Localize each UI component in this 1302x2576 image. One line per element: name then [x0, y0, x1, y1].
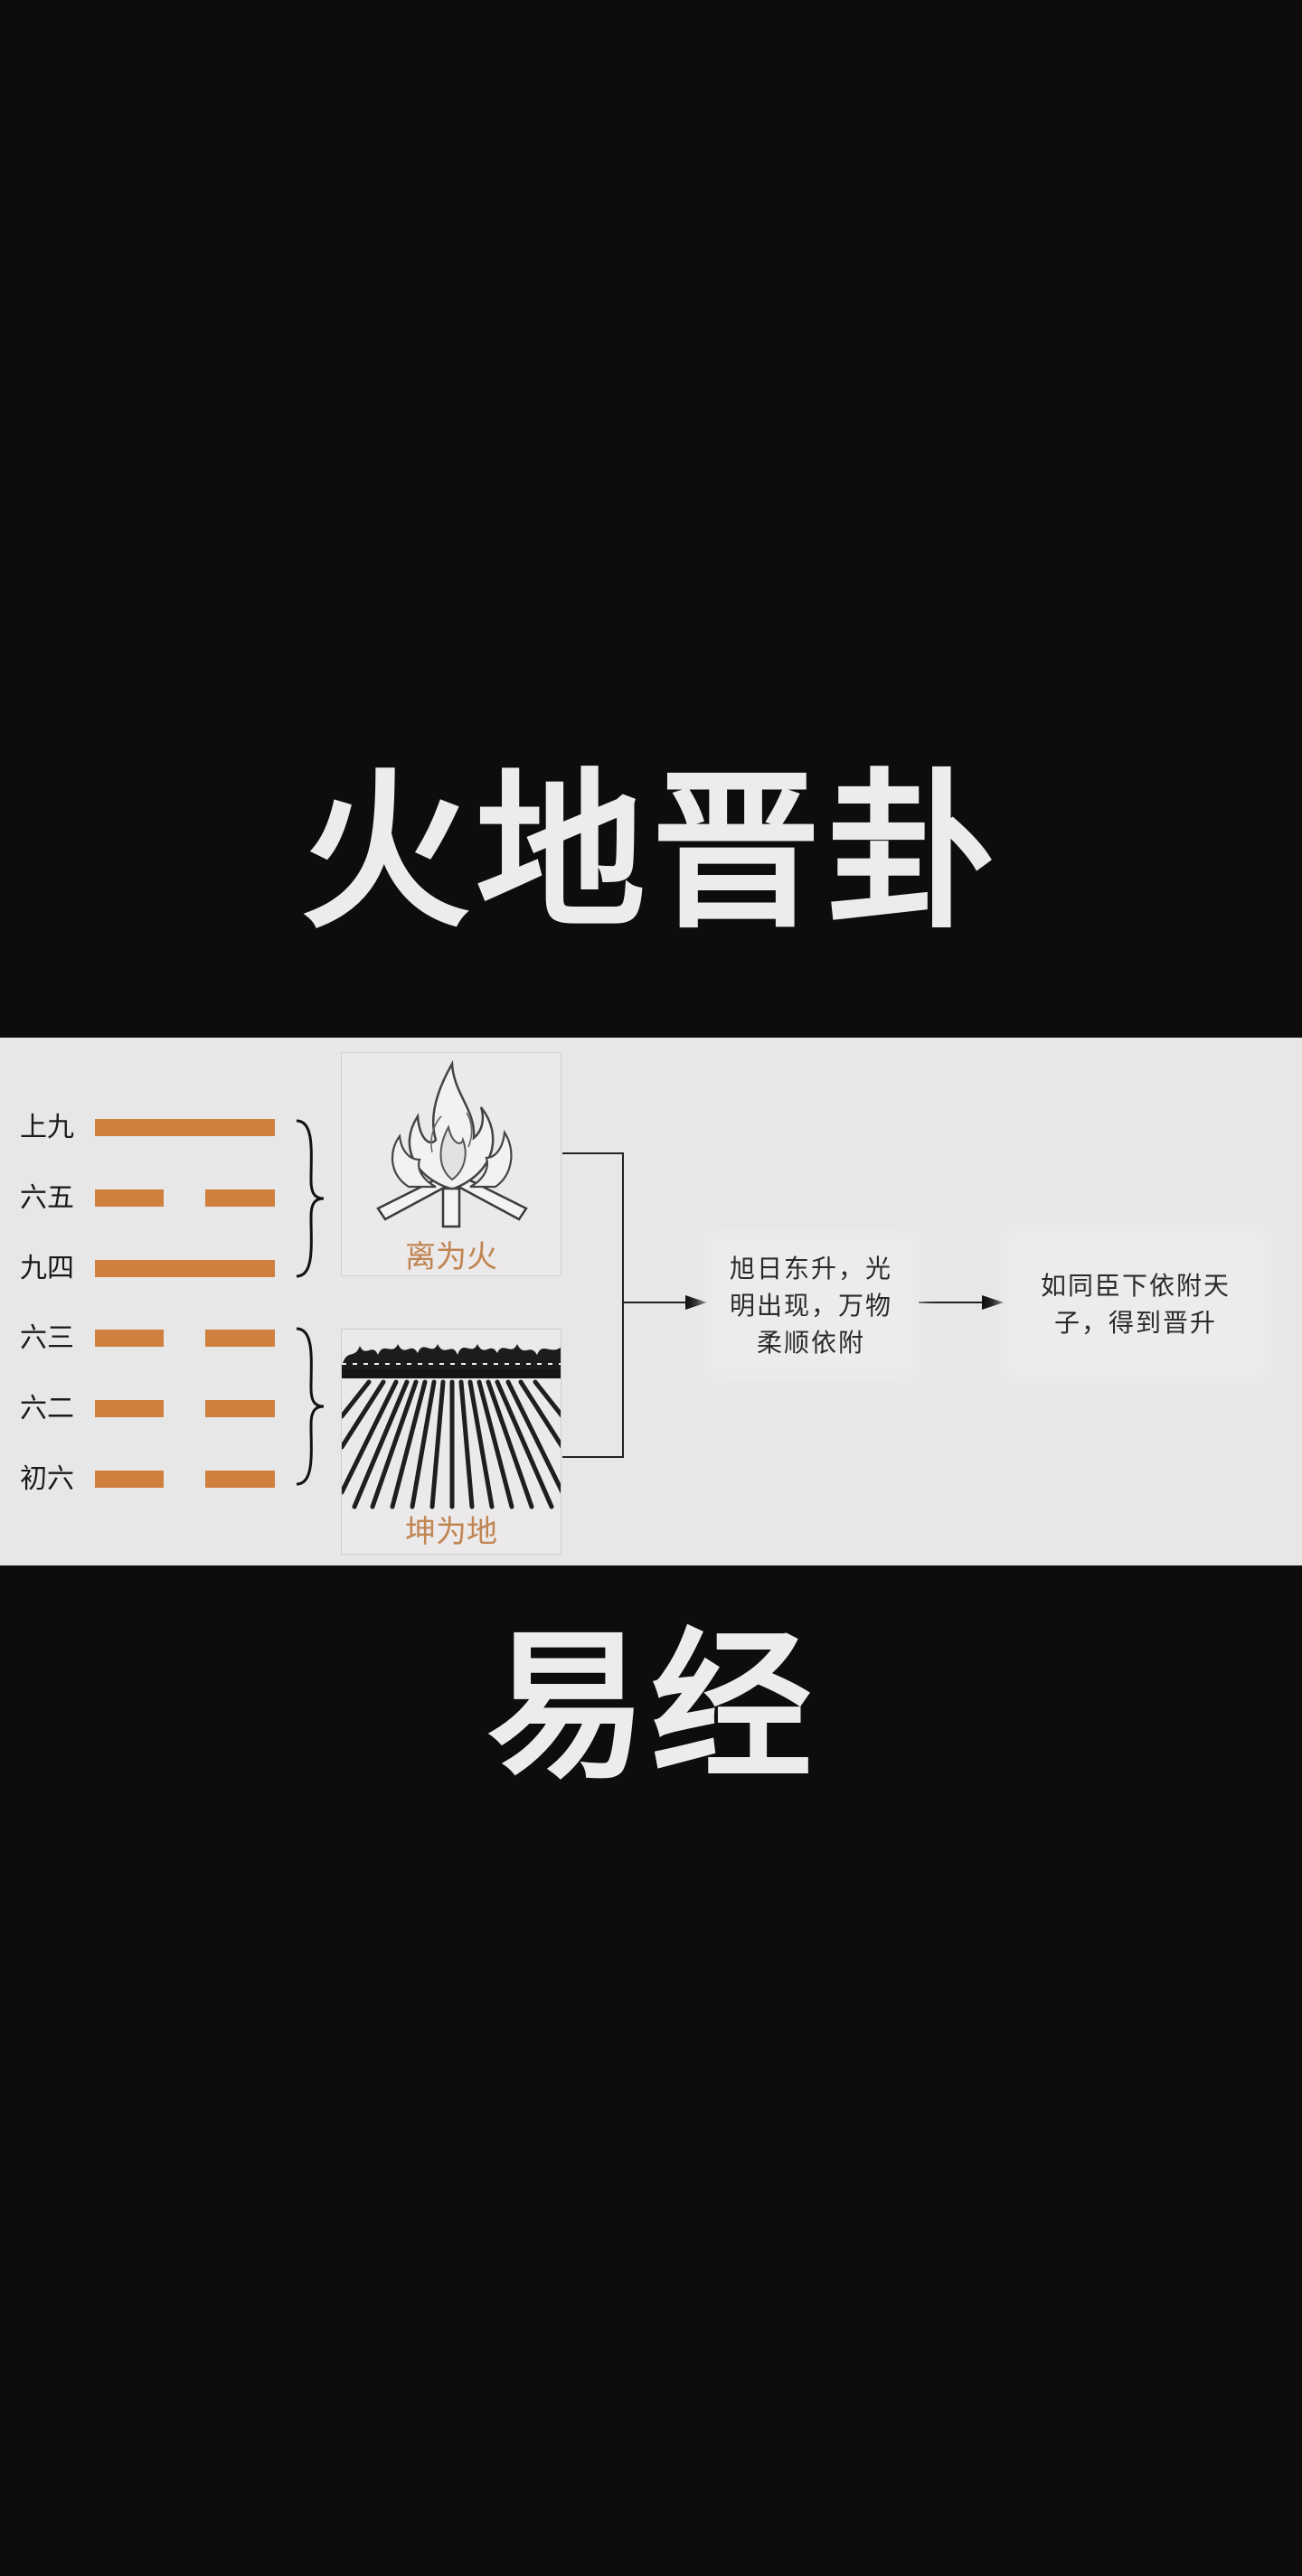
line-label-top: 上九: [20, 1112, 74, 1143]
line-label-third: 六三: [20, 1322, 74, 1354]
arrow-icon: [685, 1295, 707, 1310]
yin-line-first-right: [205, 1471, 275, 1488]
line-label-fourth: 九四: [20, 1253, 74, 1284]
lower-trigram-card: 坤为地: [341, 1329, 561, 1555]
lower-trigram-label: 坤为地: [405, 1514, 497, 1550]
field-icon: [342, 1344, 561, 1509]
upper-brace: [296, 1119, 325, 1278]
step-two-text: 如同臣下依附天子，得到晋升: [1014, 1238, 1257, 1370]
yin-line-third-left: [95, 1330, 164, 1347]
yin-line-fifth-left: [95, 1189, 164, 1207]
fire-icon: [376, 1059, 528, 1228]
yang-line-top: [95, 1119, 275, 1136]
sub-title: 易经: [486, 1613, 816, 1800]
yin-line-first-left: [95, 1471, 164, 1488]
arrow-icon: [982, 1295, 1004, 1310]
line-label-first: 初六: [20, 1463, 74, 1495]
yin-line-second-right: [205, 1400, 275, 1417]
main-title: 火地晋卦: [300, 754, 1002, 952]
line-label-second: 六二: [20, 1393, 74, 1424]
diagram-panel: 上九 六五 九四 六三 六二 初六: [0, 1038, 1302, 1565]
flow-connectors: [562, 1152, 1004, 1458]
yang-line-fourth: [95, 1260, 275, 1277]
line-label-fifth: 六五: [20, 1182, 74, 1214]
upper-trigram-card: 离为火: [341, 1052, 561, 1276]
lower-brace: [296, 1327, 325, 1486]
step-one-text: 旭日东升，光明出现，万物柔顺依附: [716, 1244, 906, 1367]
upper-trigram-label: 离为火: [405, 1239, 497, 1275]
yin-line-third-right: [205, 1330, 275, 1347]
yin-line-second-left: [95, 1400, 164, 1417]
yin-line-fifth-right: [205, 1189, 275, 1207]
